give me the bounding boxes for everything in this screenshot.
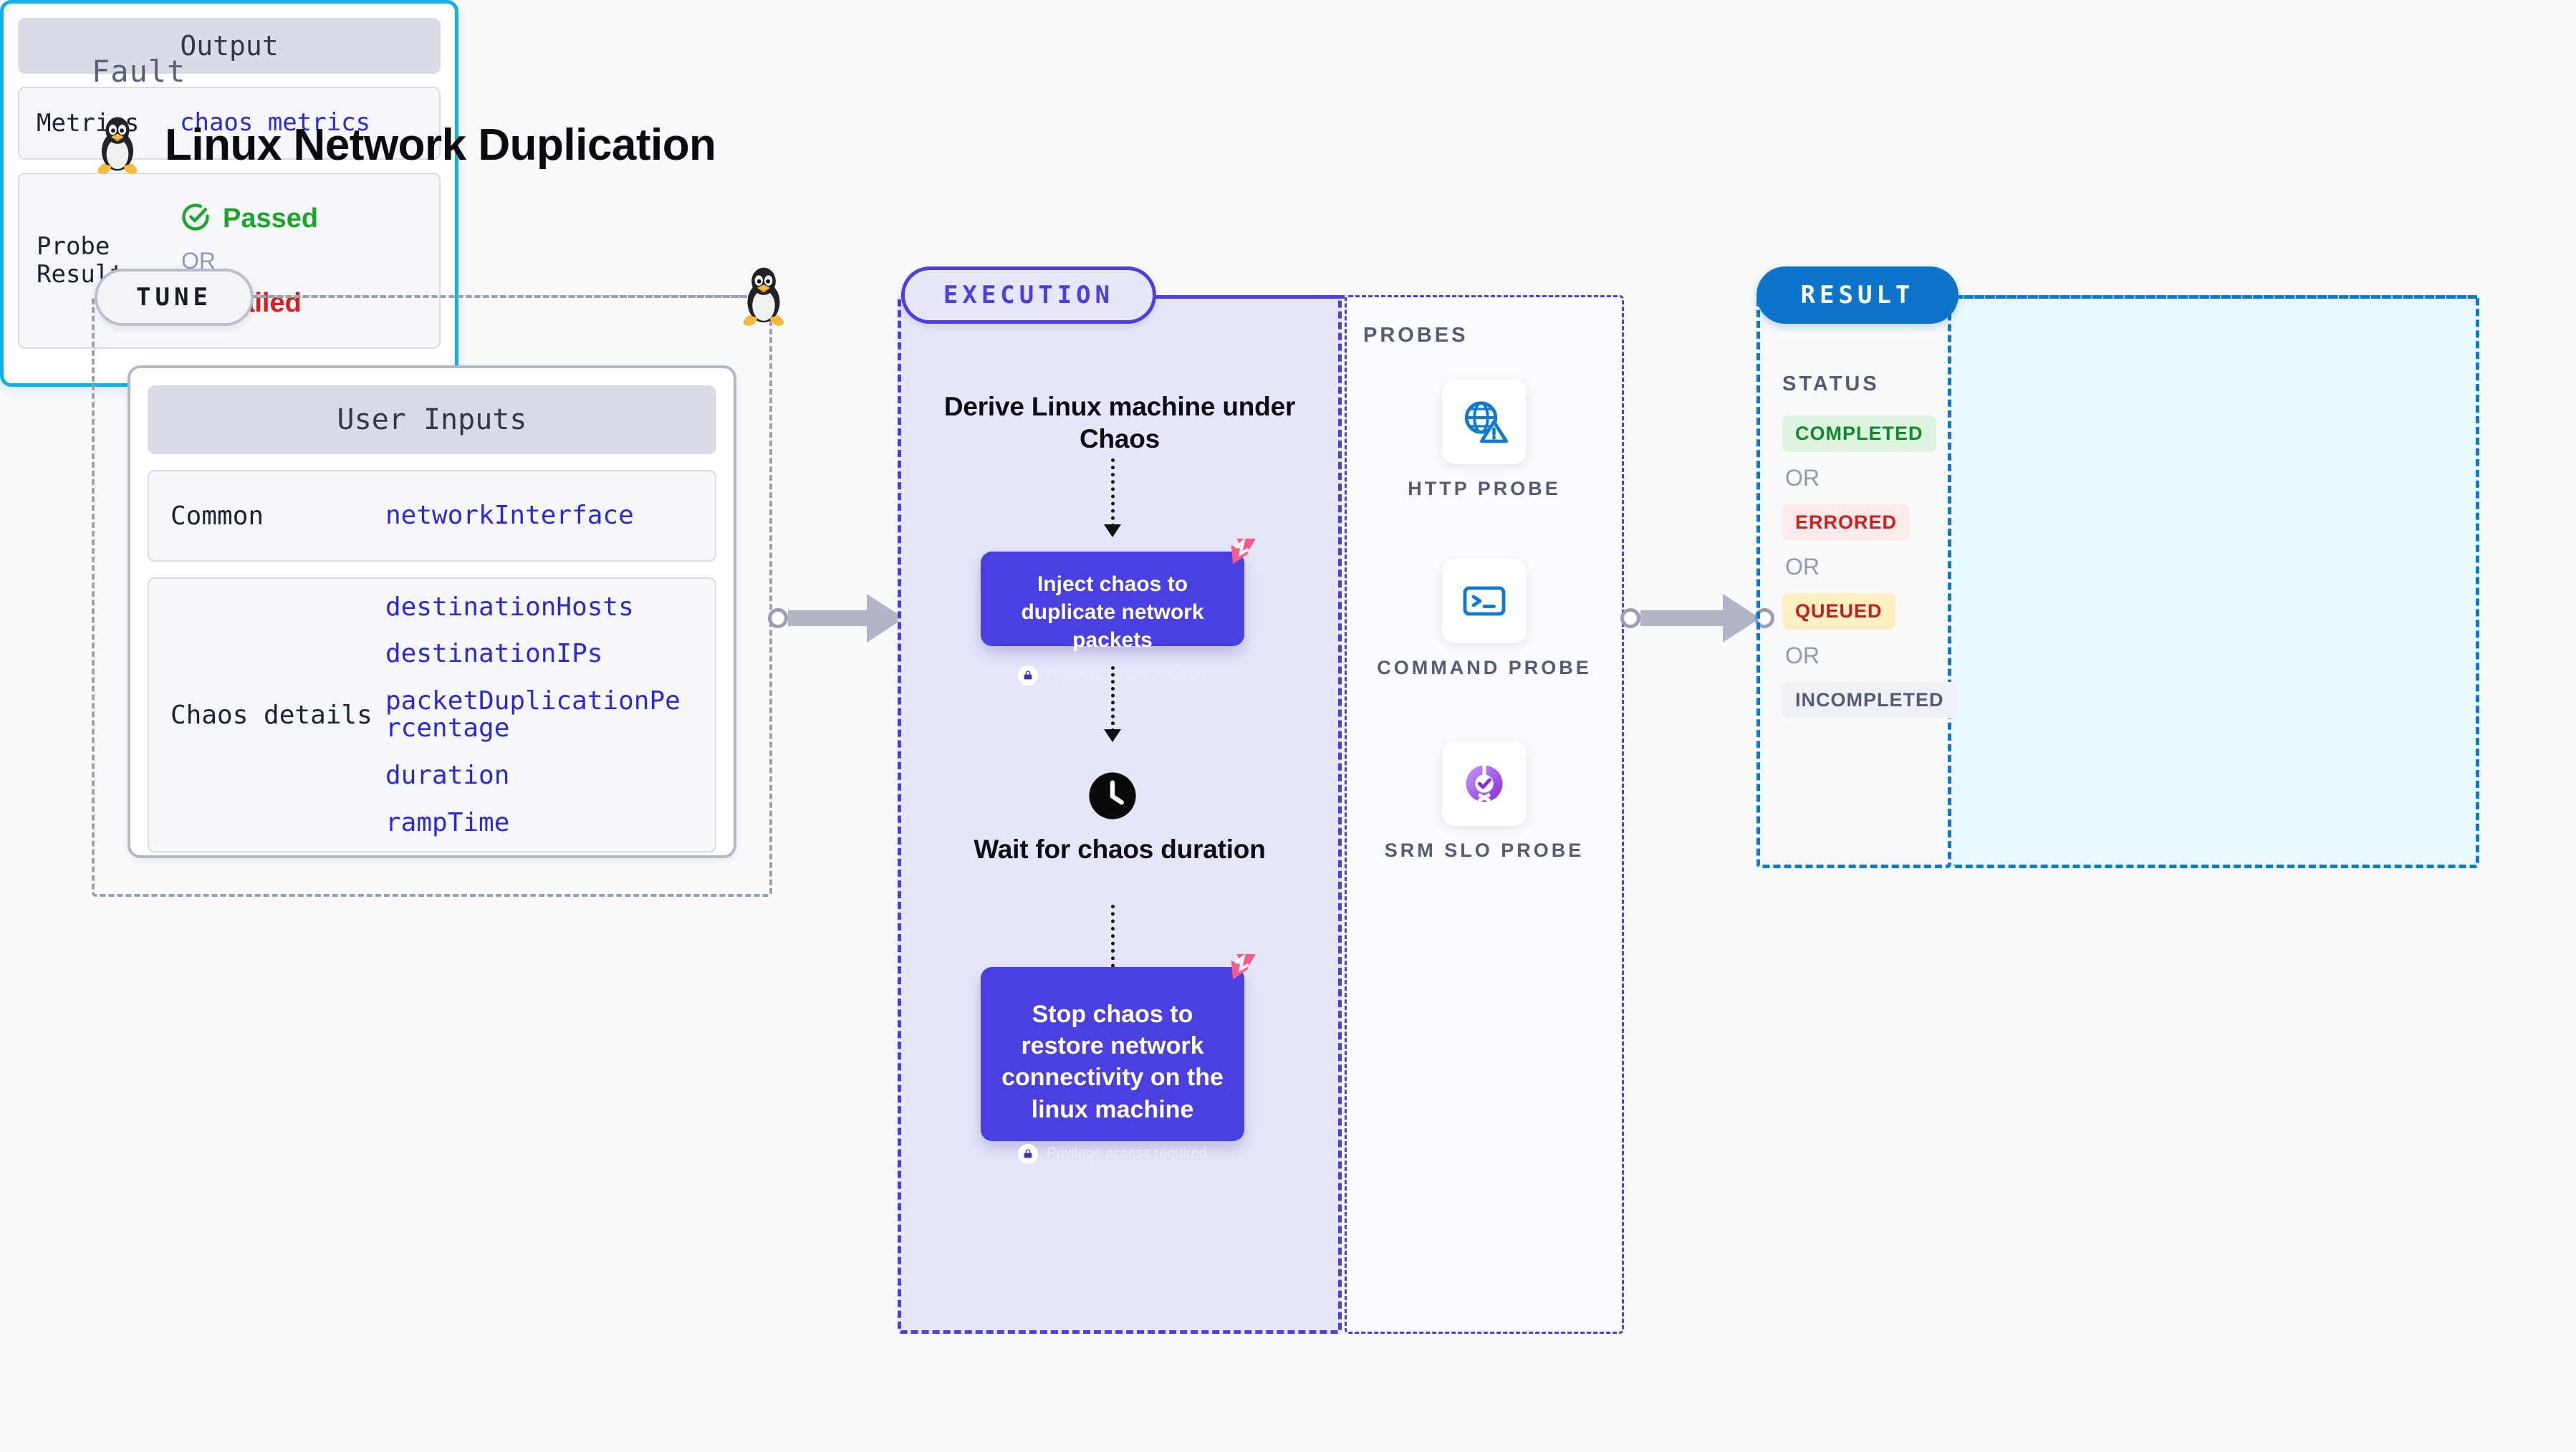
- globe-warning-icon: [1442, 380, 1527, 464]
- connector-arrowhead: [1723, 594, 1760, 643]
- tune-row-chaos-details: Chaos details destinationHosts destinati…: [148, 577, 716, 852]
- tune-value[interactable]: destinationIPs: [385, 639, 603, 669]
- lock-icon: [1018, 665, 1039, 686]
- or-label: OR: [1785, 554, 1820, 580]
- terminal-icon: [1442, 559, 1527, 643]
- probe-srm-slo[interactable]: SRM SLO PROBE: [1345, 741, 1624, 863]
- tune-row-key: Common: [170, 501, 264, 531]
- flow-connector-line: [1111, 905, 1115, 975]
- harness-logo-icon: [1216, 537, 1257, 574]
- lock-icon: [1018, 1143, 1039, 1164]
- or-label: OR: [1785, 465, 1820, 491]
- connector-shaft: [788, 610, 867, 626]
- privilege-badge-text: Privilege access required: [1047, 667, 1207, 683]
- clock-icon: [1088, 771, 1137, 820]
- output-row-metrics: Metrics chaos metrics: [18, 87, 441, 160]
- tune-value[interactable]: packetDuplicationPercentage: [385, 686, 681, 743]
- connector-dot: [768, 608, 788, 628]
- connector-dot: [1620, 608, 1640, 628]
- step-text: Inject chaos to duplicate network packet…: [1021, 572, 1204, 652]
- tune-value[interactable]: rampTime: [385, 807, 510, 837]
- probe-label: SRM SLO PROBE: [1384, 840, 1585, 861]
- page-kicker: Fault: [92, 54, 186, 89]
- user-inputs-title: User Inputs: [148, 385, 716, 454]
- connector-tune-to-execution: [768, 594, 918, 643]
- privilege-badge: Privilege access required: [999, 665, 1226, 686]
- probe-label: COMMAND PROBE: [1377, 657, 1592, 678]
- execution-pill[interactable]: EXECUTION: [901, 266, 1156, 324]
- execution-step-stop-chaos[interactable]: Stop chaos to restore network connectivi…: [981, 967, 1244, 1164]
- page-title-row: Linux Network Duplication: [92, 113, 716, 176]
- probe-http[interactable]: HTTP PROBE: [1345, 380, 1624, 501]
- privilege-badge-text: Privilege access required: [1047, 1145, 1207, 1162]
- status-section-label: STATUS: [1782, 372, 1880, 395]
- page-title: Linux Network Duplication: [165, 120, 716, 170]
- execution-step-wait-label: Wait for chaos duration: [974, 835, 1266, 864]
- flow-connector-line: [1111, 458, 1115, 527]
- or-label: OR: [1785, 643, 1820, 668]
- linux-penguin-icon: [92, 113, 143, 176]
- user-inputs-card: User Inputs Common networkInterface Chao…: [128, 365, 736, 858]
- tune-row-values: networkInterface: [385, 502, 634, 529]
- status-list: COMPLETED OR ERRORED OR QUEUED OR INCOMP…: [1782, 415, 1957, 718]
- connector-execution-to-result: [1620, 594, 1774, 643]
- flow-arrowhead: [1104, 729, 1121, 742]
- output-metrics-value[interactable]: chaos metrics: [180, 108, 371, 138]
- tune-value[interactable]: networkInterface: [385, 501, 634, 531]
- tune-top-dashed-line: [252, 295, 754, 298]
- tune-row-common: Common networkInterface: [148, 470, 716, 562]
- probe-label: HTTP PROBE: [1408, 478, 1561, 499]
- verdict-passed-text: Passed: [223, 203, 319, 234]
- output-title: Output: [18, 18, 441, 74]
- flow-connector-line: [1111, 666, 1115, 732]
- check-circle-icon: [180, 201, 211, 236]
- execution-step-inject-chaos[interactable]: Inject chaos to duplicate network packet…: [981, 552, 1244, 686]
- linux-penguin-icon: [738, 263, 789, 329]
- tune-pill[interactable]: TUNE: [95, 269, 254, 326]
- privilege-badge: Privilege access required: [999, 1143, 1226, 1164]
- status-badge-errored: ERRORED: [1782, 504, 1911, 541]
- flow-arrowhead: [1104, 524, 1121, 537]
- probe-command[interactable]: COMMAND PROBE: [1345, 559, 1624, 681]
- status-badge-completed: COMPLETED: [1782, 415, 1936, 452]
- status-badge-incompleted: INCOMPLETED: [1782, 682, 1957, 718]
- step-text: Stop chaos to restore network connectivi…: [1001, 1001, 1224, 1123]
- result-output-region: [1953, 295, 2479, 868]
- harness-logo-icon: [1216, 953, 1257, 990]
- status-badge-queued: QUEUED: [1782, 593, 1895, 630]
- tune-value[interactable]: destinationHosts: [385, 592, 634, 622]
- tune-row-values: destinationHosts destinationIPs packetDu…: [385, 592, 686, 837]
- slo-donut-check-icon: [1442, 741, 1527, 826]
- tune-row-key: Chaos details: [170, 700, 373, 730]
- probes-section-label: PROBES: [1363, 324, 1469, 347]
- execution-step-derive-label: Derive Linux machine under Chaos: [943, 392, 1296, 454]
- connector-shaft: [1640, 610, 1723, 626]
- result-pill[interactable]: RESULT: [1756, 266, 1959, 324]
- verdict-passed: Passed: [180, 201, 318, 236]
- result-top-dashed-line: [1956, 295, 2477, 299]
- tune-value[interactable]: duration: [385, 760, 510, 790]
